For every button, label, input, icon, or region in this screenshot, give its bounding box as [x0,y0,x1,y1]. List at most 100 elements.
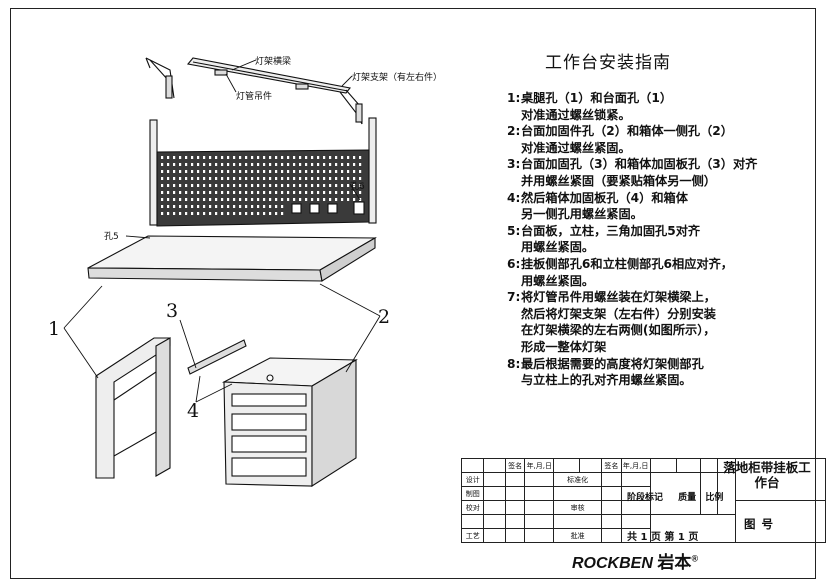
pegboard-hole [263,163,266,166]
pegboard-hole [269,198,272,201]
pegboard-hole [203,198,206,201]
pegboard-hole [311,198,314,201]
pegboard-hole [317,198,320,201]
step-item: 3:台面加固孔（3）和箱体加固板孔（3）对齐并用螺丝紧固（要紧贴箱体另一侧） [507,156,807,189]
pegboard-hole [161,212,164,215]
pegboard-hole [281,198,284,201]
pegboard-hole [251,212,254,215]
pegboard-hole [317,191,320,194]
pegboard-hole [215,163,218,166]
pegboard-hole [245,198,248,201]
pegboard-hole [191,163,194,166]
lamp-beam [186,57,351,94]
pegboard-hole [227,177,230,180]
pegboard-hole [311,184,314,187]
pegboard-hole [191,198,194,201]
callout-hole-5: 孔5 [104,232,119,242]
pegboard-hole [185,156,188,159]
pegboard-hole [179,177,182,180]
pegboard-hole [281,170,284,173]
pegboard-hole [191,156,194,159]
tb-review: 审核 [553,500,603,515]
pegboard-hole [197,156,200,159]
pegboard-hole [185,191,188,194]
step-line: 最后根据需要的高度将灯架侧部孔 [521,356,704,371]
pegboard-hole [275,163,278,166]
product-name: 落地柜带挂板工作台 [723,460,811,490]
pegboard-hole [197,177,200,180]
pegboard-hole [173,156,176,159]
pegboard-hole [275,184,278,187]
pegboard-hole [287,170,290,173]
pegboard-hole [203,205,206,208]
step-item: 5:台面板，立柱，三角加固孔5对齐用螺丝紧固。 [507,223,807,256]
pegboard-hole [209,184,212,187]
pegboard-hole [305,170,308,173]
pegboard-hole [209,205,212,208]
pegboard-hole [263,177,266,180]
pegboard-hole [293,184,296,187]
pegboard-hole [329,177,332,180]
pegboard-hole [203,170,206,173]
pegboard-hole [173,191,176,194]
pegboard-hole [209,156,212,159]
pegboard-hole [287,177,290,180]
pegboard-hole [281,177,284,180]
pegboard-hole [209,212,212,215]
pegboard-hole [329,156,332,159]
pegboard-hole [311,170,314,173]
pegboard-hole [299,191,302,194]
callout-number-3: 3 [166,300,179,322]
pegboard-hole [311,156,314,159]
leader-lines [63,59,381,403]
callout-number-2: 2 [378,306,391,328]
pegboard-hole [353,184,356,187]
callout-lamp-beam: 灯架横梁 [255,57,292,67]
pegboard-hole [353,191,356,194]
pegboard-hole [203,156,206,159]
tb-standardize: 标准化 [553,472,603,487]
pegboard-hole [269,205,272,208]
pegboard-hole [329,198,332,201]
pegboard-hole [227,198,230,201]
pegboard-hole [221,156,224,159]
pegboard-hole [221,205,224,208]
pegboard-hole [185,205,188,208]
pegboard-hole [245,184,248,187]
pegboard-hole [161,177,164,180]
step-line: 挂板侧部孔6和立柱侧部孔6相应对齐， [521,256,733,271]
pegboard-hole [257,170,260,173]
pegboard-hole [335,198,338,201]
step-number: 6: [507,256,521,271]
pegboard-hole [305,177,308,180]
step-number: 2: [507,124,521,139]
pegboard-hole [179,184,182,187]
pegboard-hole [275,212,278,215]
pegboard-hole [221,184,224,187]
pegboard-hole [227,156,230,159]
pegboard-hole [173,212,176,215]
pegboard-hole [257,212,260,215]
pegboard-hole [317,163,320,166]
tb-process: 工艺 [460,528,485,543]
tb-stage-mark: 阶段标记 [627,493,664,503]
pegboard-hole [233,205,236,208]
pegboard-hole [347,184,350,187]
pegboard-hole [251,205,254,208]
step-number: 7: [507,290,521,305]
step-line: 对准通过螺丝锁紧。 [521,107,631,122]
pegboard-hole [263,212,266,215]
step-line: 在灯架横梁的左右两侧(如图所示）， [521,323,716,338]
pegboard-hole [239,170,242,173]
pegboard-hole [167,205,170,208]
pegboard-hole [215,198,218,201]
pegboard-hole [359,177,362,180]
pegboard-hole [293,156,296,159]
tb-weight: 质量 [678,493,697,503]
pegboard-hole [359,191,362,194]
pegboard-hole [359,156,362,159]
pegboard-hole [233,184,236,187]
pegboard-hole [257,191,260,194]
pegboard-hole [191,212,194,215]
